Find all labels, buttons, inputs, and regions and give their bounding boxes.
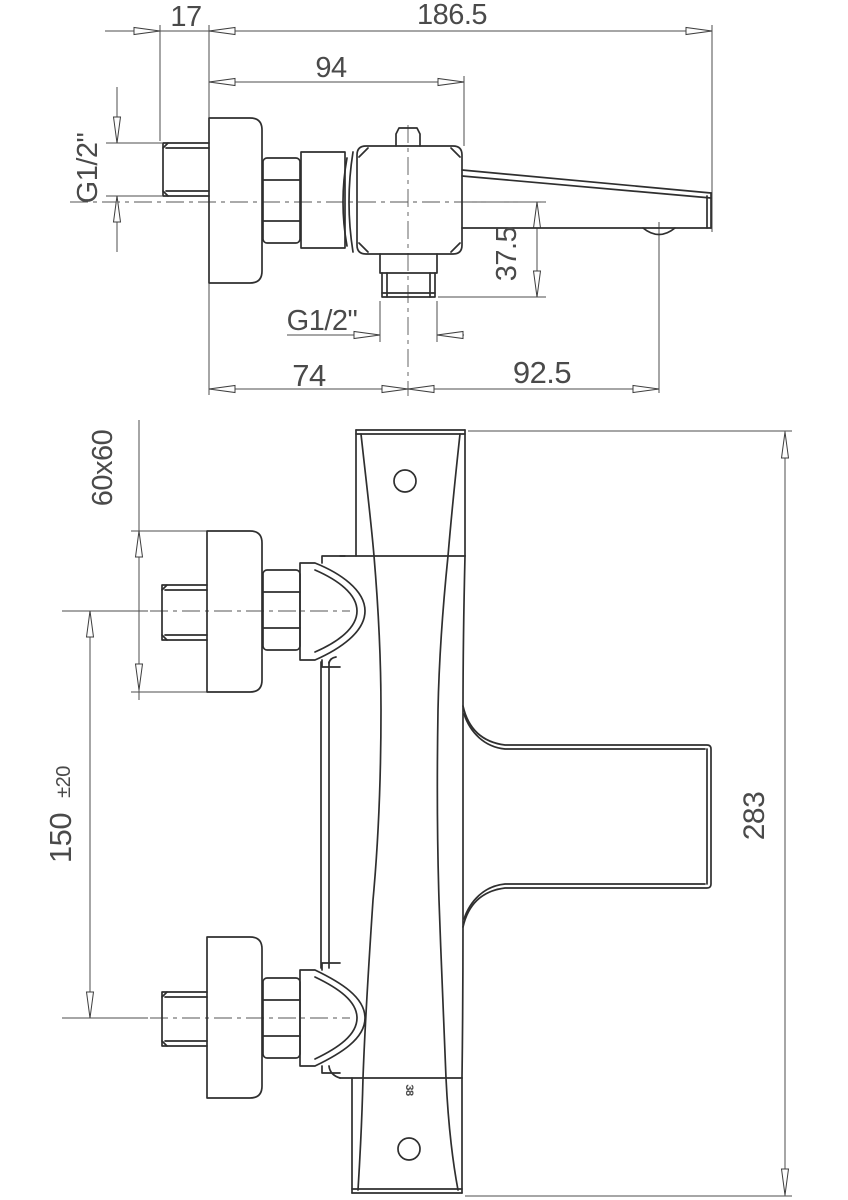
outlet-thread-label: G1/2" [287, 305, 358, 337]
spout-front [462, 705, 712, 928]
hex-nut-top [262, 157, 301, 244]
front-view-dimension-lines [62, 420, 792, 1197]
aerator-bump [642, 227, 676, 236]
upper-wall-flange [206, 530, 263, 693]
top-view: 17 186.5 94 G1/2" 37.5 G1/2" 74 92.5 [70, 0, 713, 396]
inlet-spacing-label: 150 [43, 813, 78, 863]
wall-flange-top [208, 117, 263, 284]
thread-length-label: 17 [170, 1, 201, 33]
cartridge-knob [395, 127, 421, 147]
inlet-thread-label: G1/2" [72, 132, 104, 203]
base-screw-hole [397, 1137, 421, 1161]
handle-screw-hole [393, 469, 417, 493]
spout-top [461, 169, 712, 236]
outlet-to-spout-label: 92.5 [513, 355, 571, 390]
top-view-arrows [112, 26, 713, 394]
mounting-plate-edges [320, 661, 330, 969]
upper-hex-nut [262, 569, 301, 651]
spacing-tolerance-label: ±20 [53, 766, 75, 798]
lower-escutcheon [299, 962, 366, 1074]
valve-body-top [356, 127, 463, 255]
flange-to-body-label: 94 [315, 52, 347, 84]
upper-escutcheon [299, 555, 366, 668]
flange-size-label: 60x60 [87, 430, 119, 507]
top-view-centerlines [70, 125, 546, 396]
handle-front [339, 429, 466, 557]
connector-top [300, 151, 354, 253]
lower-inlet-thread [161, 991, 208, 1047]
body-base-front [328, 656, 463, 1194]
shower-outlet-top [379, 253, 438, 298]
outlet-drop-label: 37.5 [491, 227, 523, 281]
overall-height-label: 283 [738, 792, 771, 841]
lower-wall-flange [206, 936, 263, 1099]
front-view-arrows [85, 431, 790, 1196]
overall-length-label: 186.5 [417, 0, 487, 31]
body-front [357, 433, 466, 1191]
top-view-dimension-lines [105, 25, 713, 395]
inlet-thread-top [162, 142, 210, 197]
body-marking-label: 38 [403, 1084, 415, 1096]
upper-inlet-thread [161, 584, 208, 641]
flange-to-outlet-label: 74 [292, 358, 326, 393]
front-view: 60x60 ±20 150 283 38 [43, 420, 792, 1197]
front-view-centerlines [150, 610, 350, 1019]
